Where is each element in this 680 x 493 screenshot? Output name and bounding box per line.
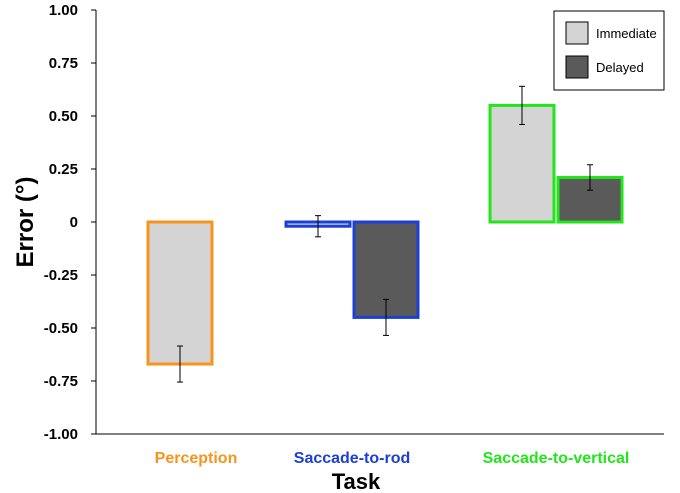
y-tick-label: -0.25 [44, 267, 78, 284]
y-tick-label: -0.50 [44, 320, 78, 337]
y-tick-label: 0.50 [49, 108, 78, 125]
bar-delayed-saccade-to-vertical [556, 175, 624, 224]
y-tick-label: 0.25 [49, 161, 78, 178]
x-axis-title: Task [332, 469, 381, 493]
y-axis-title: Error (°) [12, 177, 39, 268]
legend-label: Delayed [596, 60, 644, 75]
legend-swatch [565, 55, 589, 79]
y-tick-label: 0 [70, 214, 78, 231]
y-tick-label: -1.00 [44, 426, 78, 443]
legend-label: Immediate [596, 26, 657, 41]
category-label: Perception [155, 450, 238, 467]
bar-immediate-perception [146, 220, 214, 366]
y-tick-label: -0.75 [44, 373, 78, 390]
category-label: Saccade-to-rod [294, 450, 410, 467]
y-tick-label: 0.75 [49, 55, 78, 72]
y-tick-label: 1.00 [49, 2, 78, 19]
legend-swatch [565, 21, 589, 45]
category-label: Saccade-to-vertical [483, 450, 630, 467]
